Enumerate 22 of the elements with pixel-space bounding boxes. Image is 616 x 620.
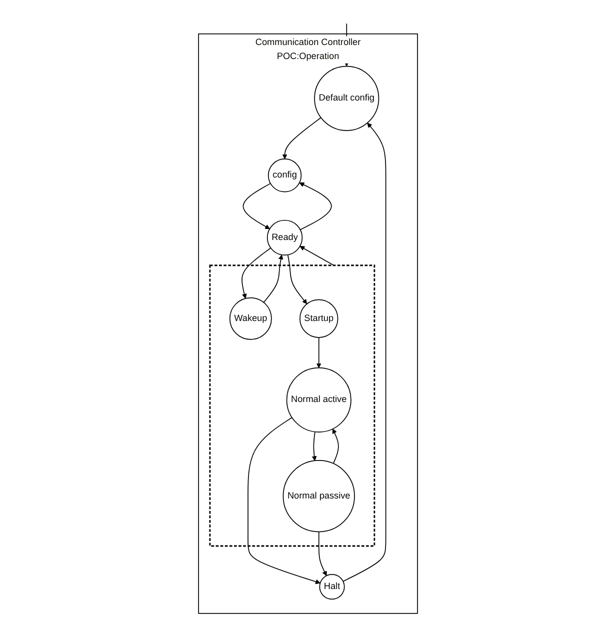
arrow: [300, 246, 334, 266]
arrow: [312, 431, 317, 461]
node-circle: config: [268, 158, 302, 192]
arrow: [316, 337, 322, 368]
arrow: [263, 254, 284, 303]
arrow: [332, 428, 339, 464]
node-circle: Normal active: [286, 367, 352, 432]
node-circle: Halt: [319, 574, 345, 600]
cluster: [209, 264, 376, 547]
node-circle: Wakeup: [229, 297, 272, 340]
arrow: [299, 182, 332, 230]
arrow: [248, 417, 320, 584]
node-circle: Startup: [299, 299, 338, 338]
arrow: [242, 248, 272, 299]
arrow: [342, 122, 386, 582]
node-circle: Default config: [314, 66, 380, 131]
node-circle: Normal passive: [282, 460, 355, 532]
node-circle: Ready: [266, 220, 303, 256]
arrow: [287, 254, 308, 304]
arrow: [242, 183, 271, 230]
arrow: [282, 117, 322, 160]
arrow: [318, 531, 327, 576]
